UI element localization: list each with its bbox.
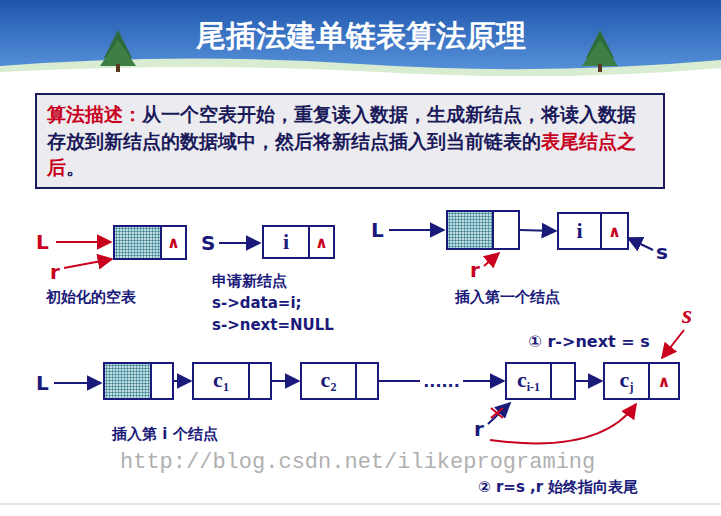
data-field: [115, 227, 162, 258]
step-note: ② r=s ,r 始终指向表尾: [478, 478, 638, 497]
step-caption: 插入第一个结点: [455, 288, 560, 307]
element-value: cj: [620, 367, 634, 395]
pointer-name: L: [36, 371, 49, 395]
pointer-arrow: [389, 229, 444, 231]
pointer-name: L: [371, 218, 384, 242]
pointer-field: ∧: [162, 227, 185, 258]
pointer-arrow: [56, 241, 111, 243]
step-caption: 插入第 i 个结点: [112, 425, 218, 444]
list-node: i∧: [262, 225, 335, 259]
tree-crown: [582, 40, 618, 66]
pointer-field: [552, 364, 574, 398]
head-node: [446, 210, 520, 250]
tree-left: [100, 30, 136, 72]
tree-right: [582, 30, 618, 72]
pointer-name: r: [474, 417, 484, 441]
description-box: 算法描述：从一个空表开始，重复读入数据，生成新结点，将读入数据存放到新结点的数据…: [35, 93, 665, 189]
list-node: ci-1: [505, 362, 576, 400]
step-note: ① r->next = s: [525, 332, 652, 351]
pointer-arrow: [54, 382, 101, 384]
pointer-field: [357, 364, 377, 398]
data-field: c1: [194, 364, 250, 398]
data-field: [448, 212, 494, 248]
pointer-name: L: [36, 230, 49, 254]
next-pointer: [272, 380, 299, 382]
old-pointer-arrow: [488, 403, 510, 424]
head-node: ∧: [113, 225, 187, 260]
pointer-field: ∧: [650, 364, 678, 398]
next-pointer: [576, 380, 602, 382]
data-field: i: [559, 214, 602, 248]
pointer-field: [152, 364, 172, 398]
pointer-field: [250, 364, 270, 398]
pointer-name: s: [656, 240, 668, 264]
pointer-field: [494, 212, 518, 248]
bottom-rule: [0, 504, 721, 505]
connectors: [174, 230, 602, 381]
list-node: c2: [300, 362, 379, 400]
next-pointer: [520, 230, 556, 231]
description-heading: 算法描述：: [47, 103, 142, 125]
cross-mark: [491, 408, 503, 418]
pointer-arrow: [662, 330, 684, 358]
head-node: [103, 362, 174, 400]
tree-crown: [100, 40, 136, 66]
slide-title: 尾插法建单链表算法原理: [0, 16, 721, 57]
element-value: ci-1: [517, 367, 540, 395]
code-line: s->next=NULL: [212, 316, 334, 334]
data-field: ci-1: [507, 364, 552, 398]
data-field: c2: [302, 364, 357, 398]
list-node: i∧: [557, 212, 629, 250]
description-text: 。: [66, 156, 85, 178]
step-caption: 申请新结点: [212, 272, 287, 291]
null-pointer: ∧: [315, 233, 328, 252]
data-field: cj: [605, 364, 650, 398]
element-value: c2: [321, 367, 337, 395]
next-pointer: [174, 380, 191, 382]
pointer-name: r: [470, 258, 480, 282]
list-node: cj ∧: [603, 362, 680, 400]
code-line: s->data=i;: [212, 294, 302, 312]
pointer-name: S: [201, 231, 215, 255]
ellipsis: ......: [420, 372, 462, 391]
element-value: i: [283, 229, 289, 255]
data-field: i: [264, 227, 310, 257]
header-wave: [0, 67, 721, 84]
data-field: [105, 364, 152, 398]
pointer-arrow: [628, 238, 653, 250]
watermark: http://blog.csdn.net/ilikeprograming: [120, 450, 595, 475]
pointer-arrow: [219, 242, 260, 244]
pointer-field: ∧: [310, 227, 333, 257]
null-pointer: ∧: [658, 372, 671, 391]
move-pointer-arrow: [490, 404, 636, 443]
element-value: c1: [213, 367, 229, 395]
pointer-name: r: [50, 260, 60, 284]
tree-trunk: [116, 64, 120, 72]
pointer-arrow: [64, 259, 112, 268]
pointer-arrow: [484, 253, 499, 266]
tree-trunk: [598, 64, 602, 72]
pointer-name: s: [682, 300, 692, 330]
list-node: c1: [192, 362, 272, 400]
step-caption: 初始化的空表: [46, 288, 136, 307]
null-pointer: ∧: [608, 222, 621, 241]
null-pointer: ∧: [167, 233, 180, 252]
element-value: i: [576, 218, 582, 244]
pointer-field: ∧: [602, 214, 627, 248]
